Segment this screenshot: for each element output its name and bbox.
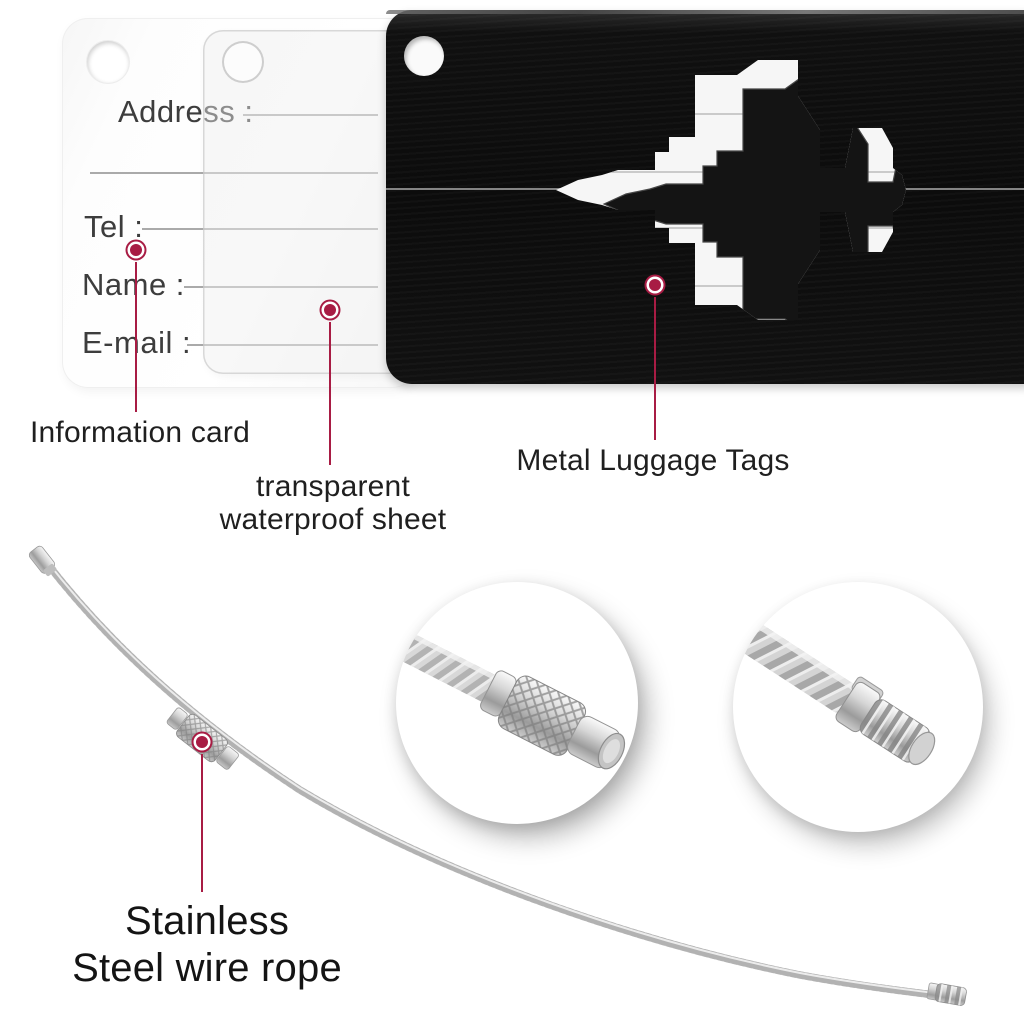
address-field-label: Address : [118,94,254,129]
leader-metal-tags [653,297,656,440]
wire-end-ferrule-icon [28,545,57,577]
label-wire-rope-line1: Stainless [124,899,290,943]
label-waterproof-sheet-line1: transparent [256,470,410,503]
email-rule-line [187,344,378,346]
thread-zoom-inset [733,582,983,832]
label-information-card: Information card [30,416,250,449]
metal-luggage-tag [386,10,1024,384]
name-rule-line [184,286,378,288]
leader-waterproof-sheet [328,322,331,465]
waterproof-sheet [203,30,420,374]
thread-end-icon [926,982,967,1006]
card-hole-punch-icon [87,41,129,83]
tag-top-edge [386,10,1024,14]
name-field-label: Name : [82,267,185,302]
sheet-hole-punch-icon [222,41,264,83]
clasp-zoom-inset [396,582,638,824]
label-metal-tags: Metal Luggage Tags [516,444,790,477]
tag-seam-line [386,188,1024,190]
label-wire-rope-line2: Steel wire rope [72,946,342,991]
label-waterproof-sheet: transparent waterproof sheet [203,470,463,536]
label-wire-rope: Stainless Steel wire rope [47,898,367,992]
label-waterproof-sheet-line2: waterproof sheet [219,503,447,536]
dot-metal-tags [649,279,661,291]
tel-rule-line [142,228,378,230]
tel-field-label: Tel : [84,209,144,244]
address-rule-line-2 [90,172,378,174]
dot-wire-rope [196,736,208,748]
leader-information-card [134,262,137,412]
clasp-zoom-graphic [396,605,626,770]
thread-zoom-graphic [733,589,936,766]
dot-information-card [130,244,142,256]
dot-waterproof-sheet [324,304,336,316]
address-rule-line [243,114,378,116]
leader-wire-rope [200,754,203,892]
tag-hole-punch-icon [404,36,444,76]
